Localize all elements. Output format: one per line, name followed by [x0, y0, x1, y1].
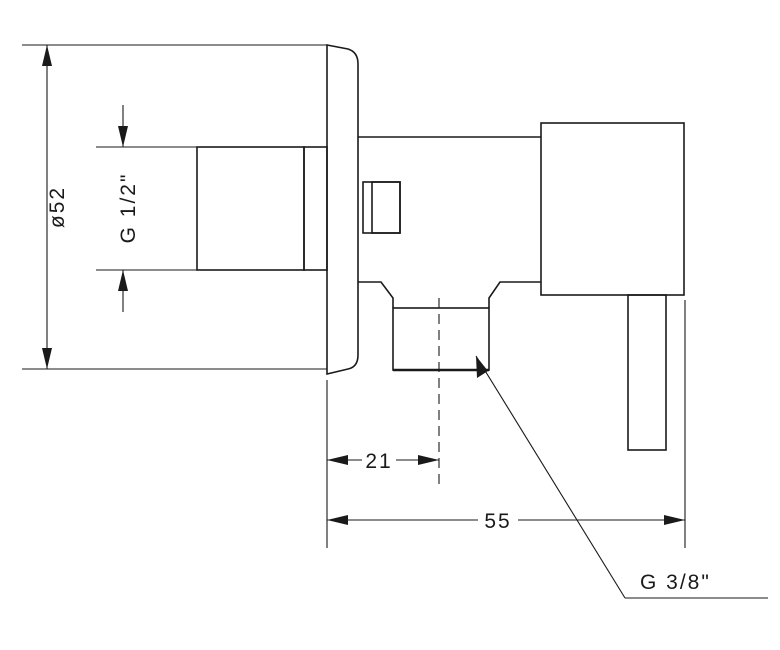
offset-dimension: 21 — [327, 448, 439, 473]
outlet-thread-leader: G 3/8" — [475, 355, 768, 599]
length-label: 55 — [484, 510, 511, 533]
outlet-spigot — [392, 307, 490, 372]
offset-label: 21 — [365, 450, 392, 473]
wall-flange — [326, 44, 359, 376]
spindle-stub — [362, 181, 401, 234]
lever — [627, 294, 667, 451]
inlet-thread-dimension: G 1/2" — [117, 105, 140, 312]
valve-body — [358, 136, 541, 308]
inlet-nut — [196, 146, 328, 271]
handle-head — [540, 122, 685, 296]
diameter-dimension: ø52 — [42, 45, 69, 369]
outlet-thread-label: G 3/8" — [640, 571, 711, 594]
extension-lines — [22, 44, 686, 548]
length-dimension: 55 — [327, 508, 685, 533]
diameter-label: ø52 — [46, 186, 69, 228]
inlet-thread-label: G 1/2" — [117, 173, 140, 244]
